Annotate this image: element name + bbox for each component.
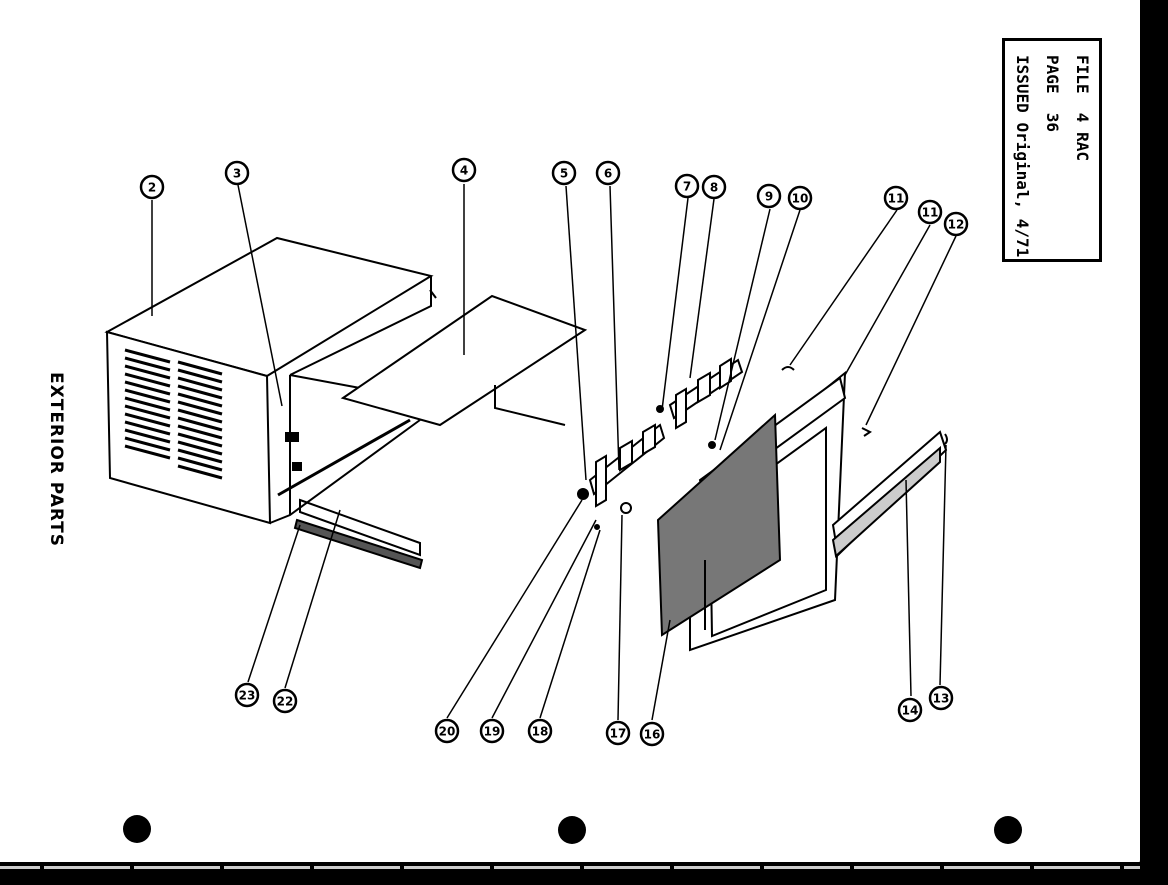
callout-12: 12 [943,211,969,237]
callout-circle [639,721,665,747]
callout-label: 9 [765,190,773,204]
callout-14: 14 [897,697,923,723]
callout-circle [897,697,923,723]
file-label: FILE [1073,55,1092,94]
base-rails [293,498,424,570]
callout-circle [139,174,165,200]
callout-7: 7 [674,173,700,199]
callout-4: 4 [451,157,477,183]
callout-circle [479,718,505,744]
issued-row: ISSUED Original, 4/71 [1013,55,1032,257]
callout-8: 8 [701,174,727,200]
callout-label: 16 [644,728,661,742]
callout-label: 20 [439,725,456,739]
callout-label: 22 [277,695,294,709]
callout-22: 22 [272,688,298,714]
page-row: PAGE 36 [1043,55,1062,132]
scan-edge [0,862,1168,885]
callout-circle [883,185,909,211]
callout-label: 19 [484,725,501,739]
callout-3: 3 [224,160,250,186]
callout-label: 7 [683,180,691,194]
callout-label: 12 [948,218,965,232]
callout-13: 13 [928,685,954,711]
callout-23: 23 [234,682,260,708]
callout-circle [234,682,260,708]
leader-lines [151,184,957,721]
callout-label: 10 [792,192,809,206]
page-value: 36 [1043,112,1062,133]
callout-label: 5 [560,167,568,181]
callout-circle [527,718,553,744]
callout-label: 13 [933,692,950,706]
callout-circle [434,718,460,744]
cabinet-louvers [124,348,223,480]
issued-label: ISSUED [1013,55,1032,113]
callout-label: 23 [239,689,256,703]
callout-10: 10 [787,185,813,211]
file-row: FILE 4 RAC [1073,55,1092,161]
callout-circle [917,199,943,225]
callout-circle [551,160,577,186]
callout-circle [605,720,631,746]
binder-holes [123,815,1022,844]
issued-value: Original, 4/71 [1013,122,1032,258]
callout-label: 11 [888,192,905,206]
callout-label: 14 [902,704,919,718]
callout-label: 11 [922,206,939,220]
callout-circle [701,174,727,200]
file-value: 4 RAC [1073,112,1092,161]
callout-label: 2 [148,181,156,195]
callout-circle [674,173,700,199]
louver-brackets [577,357,744,514]
callout-label: 17 [610,727,627,741]
callout-5: 5 [551,160,577,186]
page-label: PAGE [1043,55,1062,94]
panel-plate [340,294,588,427]
callout-2: 2 [139,174,165,200]
callout-label: 6 [604,167,612,181]
callout-17: 17 [605,720,631,746]
callout-circle [943,211,969,237]
callout-9: 9 [756,183,782,209]
callout-circle [595,160,621,186]
small-fasteners [594,366,948,530]
callout-11: 11 [917,199,943,225]
callout-circle [224,160,250,186]
callout-circle [451,157,477,183]
section-title: EXTERIOR PARTS [46,372,66,548]
callout-circle [756,183,782,209]
callout-16: 16 [639,721,665,747]
callout-label: 3 [233,167,241,181]
callout-11: 11 [883,185,909,211]
callout-18: 18 [527,718,553,744]
callout-19: 19 [479,718,505,744]
callout-circle [928,685,954,711]
file-info-box: FILE 4 RAC PAGE 36 ISSUED Original, 4/71 [1002,38,1102,262]
callout-6: 6 [595,160,621,186]
front-grille [656,370,847,652]
callout-circle [787,185,813,211]
callout-label: 4 [460,164,468,178]
side-trim [831,430,948,558]
callout-label: 18 [532,725,549,739]
callout-20: 20 [434,718,460,744]
callout-circle [272,688,298,714]
callout-label: 8 [710,181,718,195]
